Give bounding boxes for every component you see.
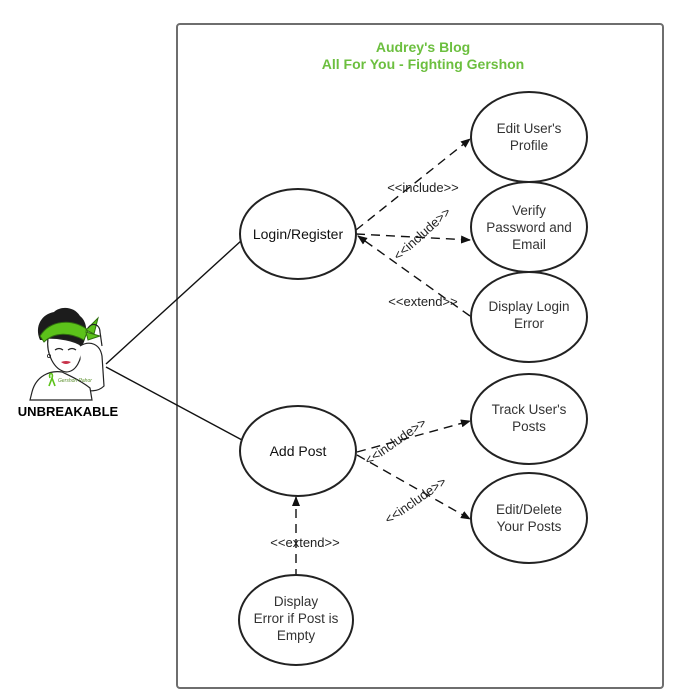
use-case-label: Login/Register: [253, 226, 344, 242]
system-title: Audrey's Blog: [376, 39, 470, 55]
include-edit-delete-arrow: [356, 454, 471, 520]
include-edit-profile-arrow: [355, 138, 471, 231]
use-case-label: Password and: [486, 220, 572, 235]
use-case-label: Edit/Delete: [496, 502, 562, 517]
use-case-verify-password-email: Verify Password and Email: [470, 181, 588, 273]
actor-name: UNBREAKABLE: [18, 404, 119, 419]
use-case-label: Track User's: [492, 402, 567, 417]
use-case-display-empty-post-error: Display Error if Post is Empty: [238, 574, 354, 666]
use-case-label: Empty: [277, 628, 316, 643]
extend-label-empty-error: <<extend>>: [270, 535, 339, 550]
system-subtitle: All For You - Fighting Gershon: [322, 56, 524, 72]
system-boundary: [176, 23, 664, 689]
use-case-display-login-error: Display Login Error: [470, 271, 588, 363]
use-case-login-register: Login/Register: [239, 188, 357, 280]
include-track-posts-arrow: [356, 419, 471, 453]
use-case-add-post: Add Post: [239, 405, 357, 497]
extend-login-error-arrow: [357, 235, 471, 317]
use-case-label: Your Posts: [497, 519, 562, 534]
use-case-label: Edit User's: [497, 121, 562, 136]
association-add-post: [105, 366, 243, 441]
include-label-edit-profile: <<include>>: [387, 180, 459, 195]
use-case-label: Profile: [510, 138, 548, 153]
use-case-label: Posts: [512, 419, 546, 434]
use-case-track-users-posts: Track User's Posts: [470, 373, 588, 465]
use-case-label: Display Login: [488, 299, 569, 314]
use-case-edit-profile: Edit User's Profile: [470, 91, 588, 183]
use-case-label: Verify: [512, 203, 546, 218]
woman-with-bandana-icon: Gershon Pahor: [29, 307, 105, 401]
use-case-label: Display: [274, 594, 319, 609]
use-case-label: Error: [514, 316, 545, 331]
actor-unbreakable: Gershon Pahor UNBREAKABLE: [18, 307, 119, 419]
actor-badge-text: Gershon Pahor: [58, 378, 92, 384]
use-case-edit-delete-posts: Edit/Delete Your Posts: [470, 472, 588, 564]
include-verify-arrow: [355, 233, 471, 244]
association-login: [105, 239, 243, 365]
use-case-label: Email: [512, 237, 546, 252]
extend-label-login-error: <<extend>>: [388, 294, 457, 309]
use-case-label: Error if Post is: [254, 611, 339, 626]
use-case-label: Add Post: [270, 443, 327, 459]
